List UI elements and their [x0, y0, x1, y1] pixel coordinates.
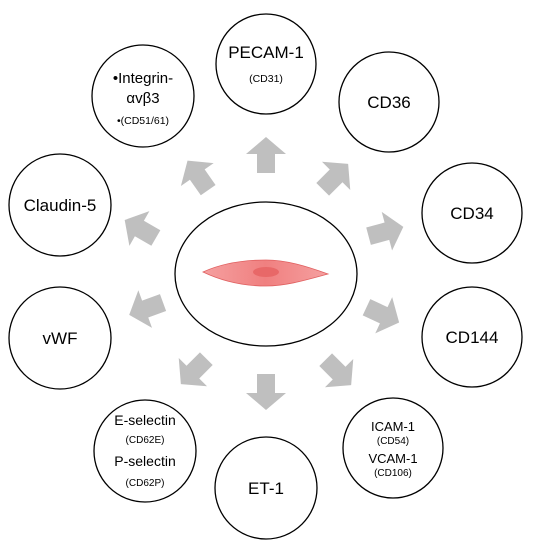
node-integrin-sub: •(CD51/61) — [117, 115, 169, 127]
node-selectin: E-selectin (CD62E) P-selectin (CD62P) — [93, 399, 197, 503]
arrow-to-selectin — [178, 352, 213, 387]
node-claudin: Claudin-5 — [8, 153, 112, 257]
node-et1-label: ET-1 — [248, 479, 284, 498]
node-pecam-label: PECAM-1 — [228, 43, 304, 62]
arrow-to-integrin — [180, 160, 216, 196]
arrow-to-cd34 — [366, 211, 404, 251]
arrow-to-icam — [319, 353, 354, 388]
arrow-to-et1 — [246, 374, 286, 410]
node-vwf-circle — [8, 286, 112, 390]
node-cd36: CD36 — [338, 51, 440, 153]
node-pecam-sub: (CD31) — [249, 73, 283, 85]
arrows-group — [124, 137, 404, 410]
node-eselectin-sub: (CD62E) — [126, 435, 165, 446]
node-cd144-label: CD144 — [446, 328, 499, 347]
node-pecam: PECAM-1 (CD31) — [215, 13, 317, 115]
node-integrin-label: •Integrin- — [113, 70, 173, 87]
node-pselectin-label: P-selectin — [114, 453, 175, 469]
node-integrin-label-line2: αvβ3 — [126, 90, 159, 107]
node-selectin-circle — [93, 399, 197, 503]
node-cd36-label: CD36 — [367, 93, 410, 112]
node-integrin-circle — [91, 44, 195, 148]
node-vcam-label: VCAM-1 — [368, 451, 417, 466]
node-vcam-sub: (CD106) — [374, 468, 412, 479]
node-cd34-label: CD34 — [450, 204, 493, 223]
node-icam-vcam: ICAM-1 (CD54) VCAM-1 (CD106) — [342, 397, 444, 499]
node-vwf-label: vWF — [43, 329, 78, 348]
node-claudin-label: Claudin-5 — [24, 196, 97, 215]
node-integrin: •Integrin- αvβ3 •(CD51/61) — [91, 44, 195, 148]
node-pselectin-sub: (CD62P) — [126, 478, 165, 489]
node-cd34: CD34 — [421, 162, 523, 264]
arrow-to-vwf — [129, 290, 167, 328]
node-pecam-circle — [215, 13, 317, 115]
node-et1: ET-1 — [214, 436, 318, 540]
node-claudin-circle — [8, 153, 112, 257]
node-icam-label: ICAM-1 — [371, 419, 415, 434]
arrow-to-pecam — [246, 137, 286, 173]
arrow-to-claudin — [124, 211, 161, 246]
cell-nucleus-icon — [253, 267, 279, 277]
node-cd144-circle — [421, 286, 523, 388]
node-cd34-circle — [421, 162, 523, 264]
node-vwf: vWF — [8, 286, 112, 390]
node-cd36-circle — [338, 51, 440, 153]
node-icam-sub: (CD54) — [377, 436, 409, 447]
arrow-to-cd144 — [362, 297, 400, 334]
node-icam-circle — [342, 397, 444, 499]
arrow-to-cd36 — [316, 161, 351, 196]
center-cell-group — [174, 201, 358, 347]
node-eselectin-label: E-selectin — [114, 412, 175, 428]
node-et1-circle — [214, 436, 318, 540]
node-cd144: CD144 — [421, 286, 523, 388]
